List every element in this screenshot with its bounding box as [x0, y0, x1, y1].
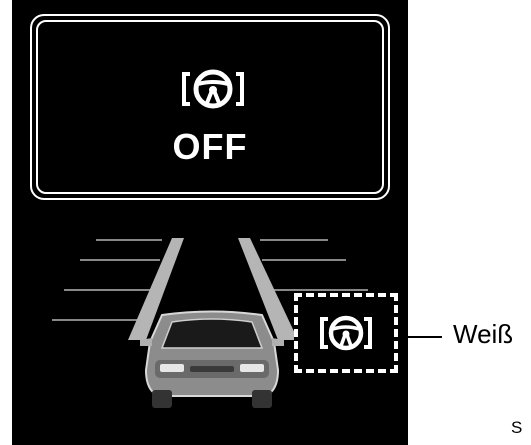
status-text: OFF: [32, 126, 388, 168]
vehicle-icon: [140, 312, 284, 409]
steering-wheel-icon: [298, 297, 394, 369]
instrument-display: OFF: [12, 0, 408, 445]
status-popup: OFF: [30, 14, 390, 200]
steering-wheel-icon: [178, 66, 248, 112]
steering-assist-indicator: [294, 293, 398, 373]
figure-code: S: [511, 418, 522, 438]
callout-label: Weiß: [453, 319, 513, 350]
callout-line: [408, 336, 442, 338]
